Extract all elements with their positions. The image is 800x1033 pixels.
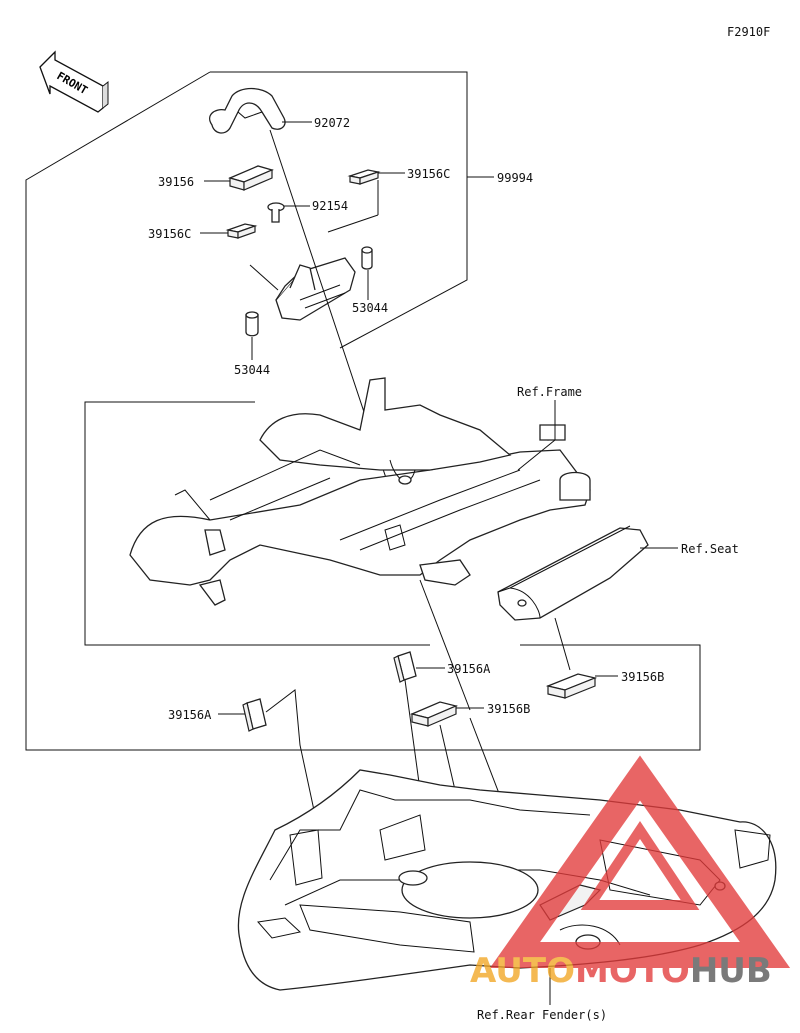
- part-label-39156a-left: 39156A: [168, 708, 212, 722]
- watermark-auto: AUTO: [470, 951, 575, 991]
- screw-92154: [267, 202, 285, 223]
- part-label-99994: 99994: [497, 171, 533, 185]
- watermark-moto: MOTO: [575, 951, 690, 991]
- front-arrow-icon: FRONT: [39, 50, 109, 113]
- part-label-92072: 92072: [314, 116, 350, 130]
- pad-39156b-right: [545, 673, 598, 699]
- spacer-53044-right: [361, 246, 373, 270]
- watermark-hub: HUB: [690, 951, 772, 991]
- watermark-logo: AUTOMOTOHUB: [470, 755, 791, 991]
- part-label-39156c-left: 39156C: [148, 227, 191, 241]
- part-label-39156b-center: 39156B: [487, 702, 530, 716]
- part-label-39156a-center: 39156A: [447, 662, 491, 676]
- ref-frame-label: Ref.Frame: [517, 385, 582, 399]
- part-label-53044-right: 53044: [352, 301, 388, 315]
- figure-code: F2910F: [727, 25, 770, 39]
- part-label-39156c-right: 39156C: [407, 167, 450, 181]
- svg-text:AUTOMOTOHUB: AUTOMOTOHUB: [470, 951, 772, 991]
- pad-39156a-center: [393, 651, 417, 683]
- part-label-39156: 39156: [158, 175, 194, 189]
- pad-39156a-left: [242, 698, 267, 732]
- part-label-53044-left: 53044: [234, 363, 270, 377]
- block-39156c-left: [225, 223, 258, 239]
- block-39156c-right: [347, 169, 381, 185]
- seat-pad: [497, 525, 649, 621]
- spacer-53044-left: [245, 311, 259, 337]
- block-39156: [228, 165, 274, 191]
- kit-boundary: [210, 71, 468, 349]
- ref-rear-fender-label: Ref.Rear Fender(s): [477, 1008, 607, 1022]
- ref-seat-label: Ref.Seat: [681, 542, 739, 556]
- bracket-assembly: [249, 180, 379, 321]
- frame-boundary: [84, 401, 430, 646]
- clamp-92072: [209, 87, 286, 134]
- pad-39156b-center: [409, 701, 459, 727]
- watermark-triangle-icon: [489, 755, 791, 968]
- rear-frame: [129, 377, 591, 606]
- part-label-39156b-right: 39156B: [621, 670, 664, 684]
- kit-boundary-outer: [25, 71, 701, 751]
- part-label-92154: 92154: [312, 199, 348, 213]
